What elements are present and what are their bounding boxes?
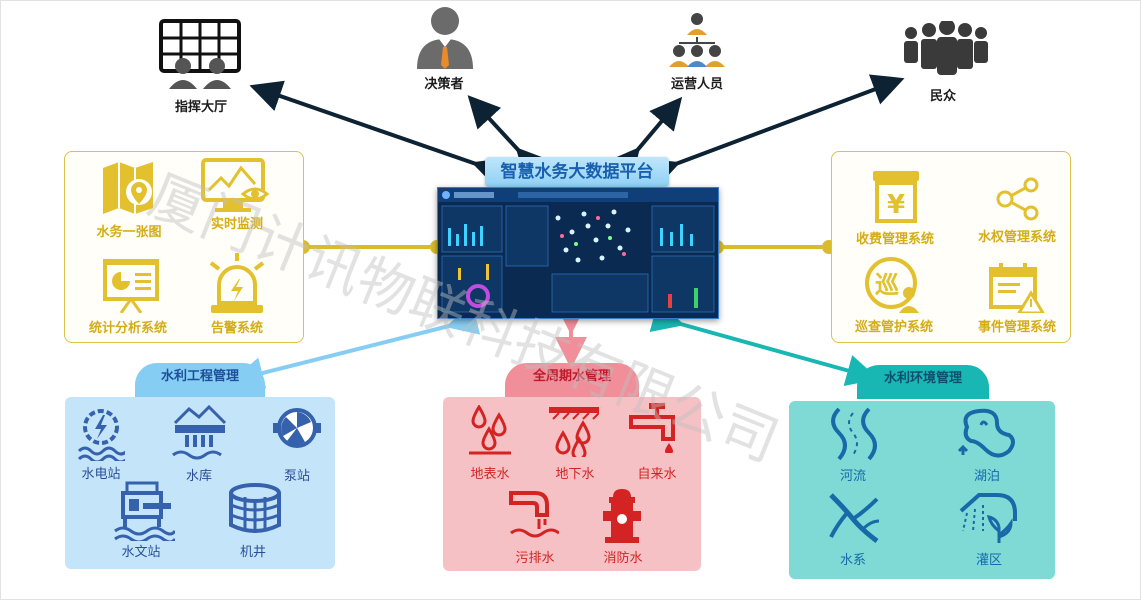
- engineering-item-2-label: 水库: [185, 469, 213, 484]
- chart-board-icon: [103, 259, 159, 313]
- pump-icon: [273, 408, 321, 448]
- water-cycle-item-2-label: 地下水: [555, 467, 595, 482]
- monitor-eye-icon: [201, 158, 270, 212]
- left-item-4-label: 告警系统: [210, 321, 264, 336]
- svg-text:巡: 巡: [875, 271, 899, 299]
- hydrology-station-icon: [114, 481, 175, 541]
- right-item-3-label: 巡查管护系统: [854, 320, 934, 335]
- connector-right: [710, 240, 836, 254]
- engineering-item-4-label: 水文站: [121, 545, 161, 560]
- lake-icon: [957, 408, 1015, 458]
- environment-item-3-label: 水系: [839, 553, 867, 568]
- water-cycle-item-1-label: 地表水: [470, 467, 510, 482]
- right-item-2-label: 水权管理系统: [977, 230, 1057, 245]
- hydropower-icon: [77, 409, 125, 461]
- operators-label: 运营人员: [670, 77, 724, 92]
- fire-hydrant-icon: [603, 489, 641, 543]
- left-item-1-label: 水务一张图: [96, 225, 162, 240]
- arrow-decision-maker: [467, 95, 550, 182]
- calendar-warning-icon: [989, 263, 1045, 313]
- engineering-item-5-label: 机井: [239, 545, 267, 560]
- map-pin-icon: [103, 162, 153, 214]
- engineering-item-3-label: 泵站: [283, 469, 311, 484]
- decision-maker-label: 决策者: [424, 77, 464, 92]
- patrol-worker-icon: 巡: [865, 257, 919, 313]
- left-item-2-label: 实时监测: [210, 217, 264, 232]
- tap-water-icon: [629, 403, 675, 453]
- irrigation-icon: [959, 493, 1017, 543]
- environment-panel: [789, 401, 1055, 579]
- surface-water-icon: [469, 405, 511, 455]
- water-system-icon: [829, 493, 880, 543]
- right-item-4-label: 事件管理系统: [977, 320, 1057, 335]
- platform-title: 智慧水务大数据平台: [485, 157, 669, 187]
- arrow-operators: [607, 96, 683, 182]
- engineering-item-1-label: 水电站: [81, 467, 121, 482]
- well-icon: [229, 483, 281, 533]
- dashboard-screenshot: [437, 187, 719, 319]
- alarm-light-icon: [209, 253, 265, 313]
- yuan-cash-icon: ¥: [873, 171, 919, 223]
- environment-item-2-label: 湖泊: [973, 469, 1001, 484]
- org-chart-icon: [669, 13, 725, 67]
- environment-title: 水利环境管理: [857, 365, 989, 399]
- water-cycle-title: 全周期水管理: [505, 363, 639, 397]
- arrow-engineering: [231, 303, 481, 389]
- water-cycle-item-5-label: 消防水: [603, 551, 643, 566]
- right-item-1-label: 收费管理系统: [855, 232, 935, 247]
- environment-item-4-label: 灌区: [975, 553, 1003, 568]
- groundwater-icon: [549, 407, 599, 457]
- left-item-3-label: 统计分析系统: [88, 321, 168, 336]
- arrow-public: [644, 74, 905, 189]
- water-cycle-item-4-label: 污排水: [515, 551, 555, 566]
- environment-item-1-label: 河流: [839, 469, 867, 484]
- arrow-command-hall: [249, 80, 507, 188]
- public-label: 民众: [929, 89, 957, 104]
- svg-text:¥: ¥: [887, 190, 905, 220]
- sewage-icon: [509, 491, 559, 538]
- command-hall-label: 指挥大厅: [174, 100, 228, 115]
- businessman-icon: [417, 7, 473, 69]
- crowd-icon: [904, 21, 988, 75]
- water-cycle-item-3-label: 自来水: [637, 467, 677, 482]
- share-nodes-icon: [996, 177, 1039, 221]
- river-icon: [831, 407, 877, 461]
- engineering-title: 水利工程管理: [135, 363, 265, 397]
- arrow-environment: [649, 301, 879, 386]
- reservoir-icon: [172, 405, 227, 460]
- dashboard-graphic: [438, 188, 718, 313]
- grid-screen-icon: [159, 19, 241, 89]
